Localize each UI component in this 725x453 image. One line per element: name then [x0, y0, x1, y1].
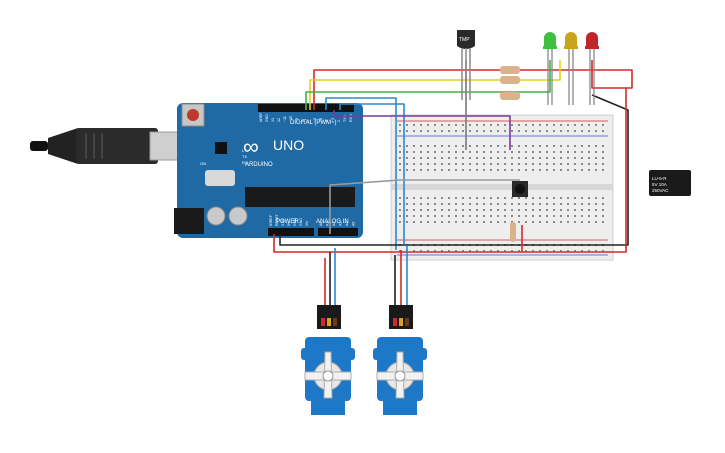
wire-5v: [273, 88, 627, 253]
analog-pin-label: A4: [345, 222, 349, 226]
digital-pin-label: TX 1: [343, 114, 347, 122]
relay-line-1: LU-5-R: [652, 176, 667, 181]
digital-pin-label: 4: [325, 120, 329, 122]
board-model: UNO: [273, 137, 304, 153]
servo-1: [301, 305, 355, 415]
servos: [301, 305, 427, 415]
power-pin-label: GND: [293, 218, 297, 226]
power-pin-label: 3.3V: [281, 218, 285, 226]
analog-pin-label: A2: [332, 222, 336, 226]
digital-pin-label: 7: [307, 120, 311, 122]
analog-pin-label: A5: [352, 222, 356, 226]
led-yellow: [564, 32, 578, 105]
digital-pin-label: ~6: [313, 118, 317, 122]
wire-green-led: [305, 60, 551, 110]
power-pin-label: RESET: [275, 213, 279, 226]
power-header: [268, 228, 314, 236]
push-button[interactable]: [512, 181, 528, 197]
temp-sensor: TMP: [457, 30, 475, 100]
power-pin-label: IOREF: [269, 214, 273, 226]
reset-button[interactable]: [187, 109, 199, 121]
resistor-2: [500, 76, 520, 84]
board-brand: ARDUINO: [245, 162, 273, 168]
breadboard-holes: [399, 124, 604, 252]
breadboard: [390, 114, 614, 261]
atmega-chip: [245, 187, 355, 207]
wire-purple-button: [333, 110, 511, 150]
relay-line-2: 5V 10A: [652, 182, 667, 187]
arduino-logo: ∞: [243, 134, 259, 159]
relay-line-3: 250VAC: [652, 188, 669, 193]
wire-ground: [279, 94, 629, 246]
wire-blue-servo-2: [325, 97, 397, 250]
capacitor-2: [228, 206, 248, 226]
on-label: ON: [200, 161, 206, 166]
wire-red-led: [313, 60, 633, 110]
breadboard-channel: [391, 184, 613, 190]
digital-pin-label: ~3: [331, 118, 335, 122]
board-led-label: L: [242, 148, 245, 153]
leds: [543, 32, 599, 105]
digital-pin-label: 13: [271, 118, 275, 122]
board-led-label: TX: [242, 154, 247, 159]
digital-pin-label: RX 0: [349, 114, 353, 122]
wires: [273, 60, 633, 320]
analog-header: [318, 228, 358, 236]
tmp-label: TMP: [459, 37, 470, 43]
digital-pin-label: GND: [265, 114, 269, 122]
digital-pin-label: ~10: [289, 116, 293, 122]
digital-pin-label: 12: [277, 118, 281, 122]
board-led-label: RX: [242, 160, 248, 165]
relay: LU-5-R 5V 10A 250VAC: [649, 170, 691, 196]
digital-label: DIGITAL (PWM~): [290, 120, 337, 126]
capacitor-1: [206, 206, 226, 226]
led-green: [543, 32, 557, 105]
digital-pin-label: 8: [301, 120, 305, 122]
digital-pin-label: AREF: [259, 112, 263, 122]
power-pin-label: GND: [299, 218, 303, 226]
resistor-1: [500, 66, 520, 74]
led-red: [585, 32, 599, 105]
analog-pin-label: A0: [319, 222, 323, 226]
servo-2: [373, 305, 427, 415]
resistors: [500, 66, 520, 242]
wire-blue-servo-1: [339, 103, 405, 244]
wire-yellow-led: [309, 60, 561, 110]
analog-pin-label: A1: [326, 222, 330, 226]
digital-pin-label: ~5: [319, 118, 323, 122]
digital-pin-label: 2: [337, 120, 341, 122]
arduino-board: ∞ UNO ARDUINO DIGITAL (PWM~) POWER ANALO…: [174, 103, 363, 238]
power-jack: [174, 208, 204, 234]
digital-pin-label: ~9: [295, 118, 299, 122]
power-label: POWER: [276, 219, 299, 225]
usb-cable: [30, 128, 185, 164]
power-pin-label: 5V: [287, 221, 291, 226]
analog-label: ANALOG IN: [316, 219, 349, 225]
wire-gray-sensor: [329, 179, 520, 234]
small-chip: [215, 142, 227, 154]
power-pin-label: Vin: [305, 221, 309, 226]
digital-pin-label: ~11: [283, 116, 287, 122]
crystal: [205, 170, 235, 186]
resistor-pulldown: [510, 222, 516, 242]
resistor-3: [500, 92, 520, 100]
analog-pin-label: A3: [339, 222, 343, 226]
